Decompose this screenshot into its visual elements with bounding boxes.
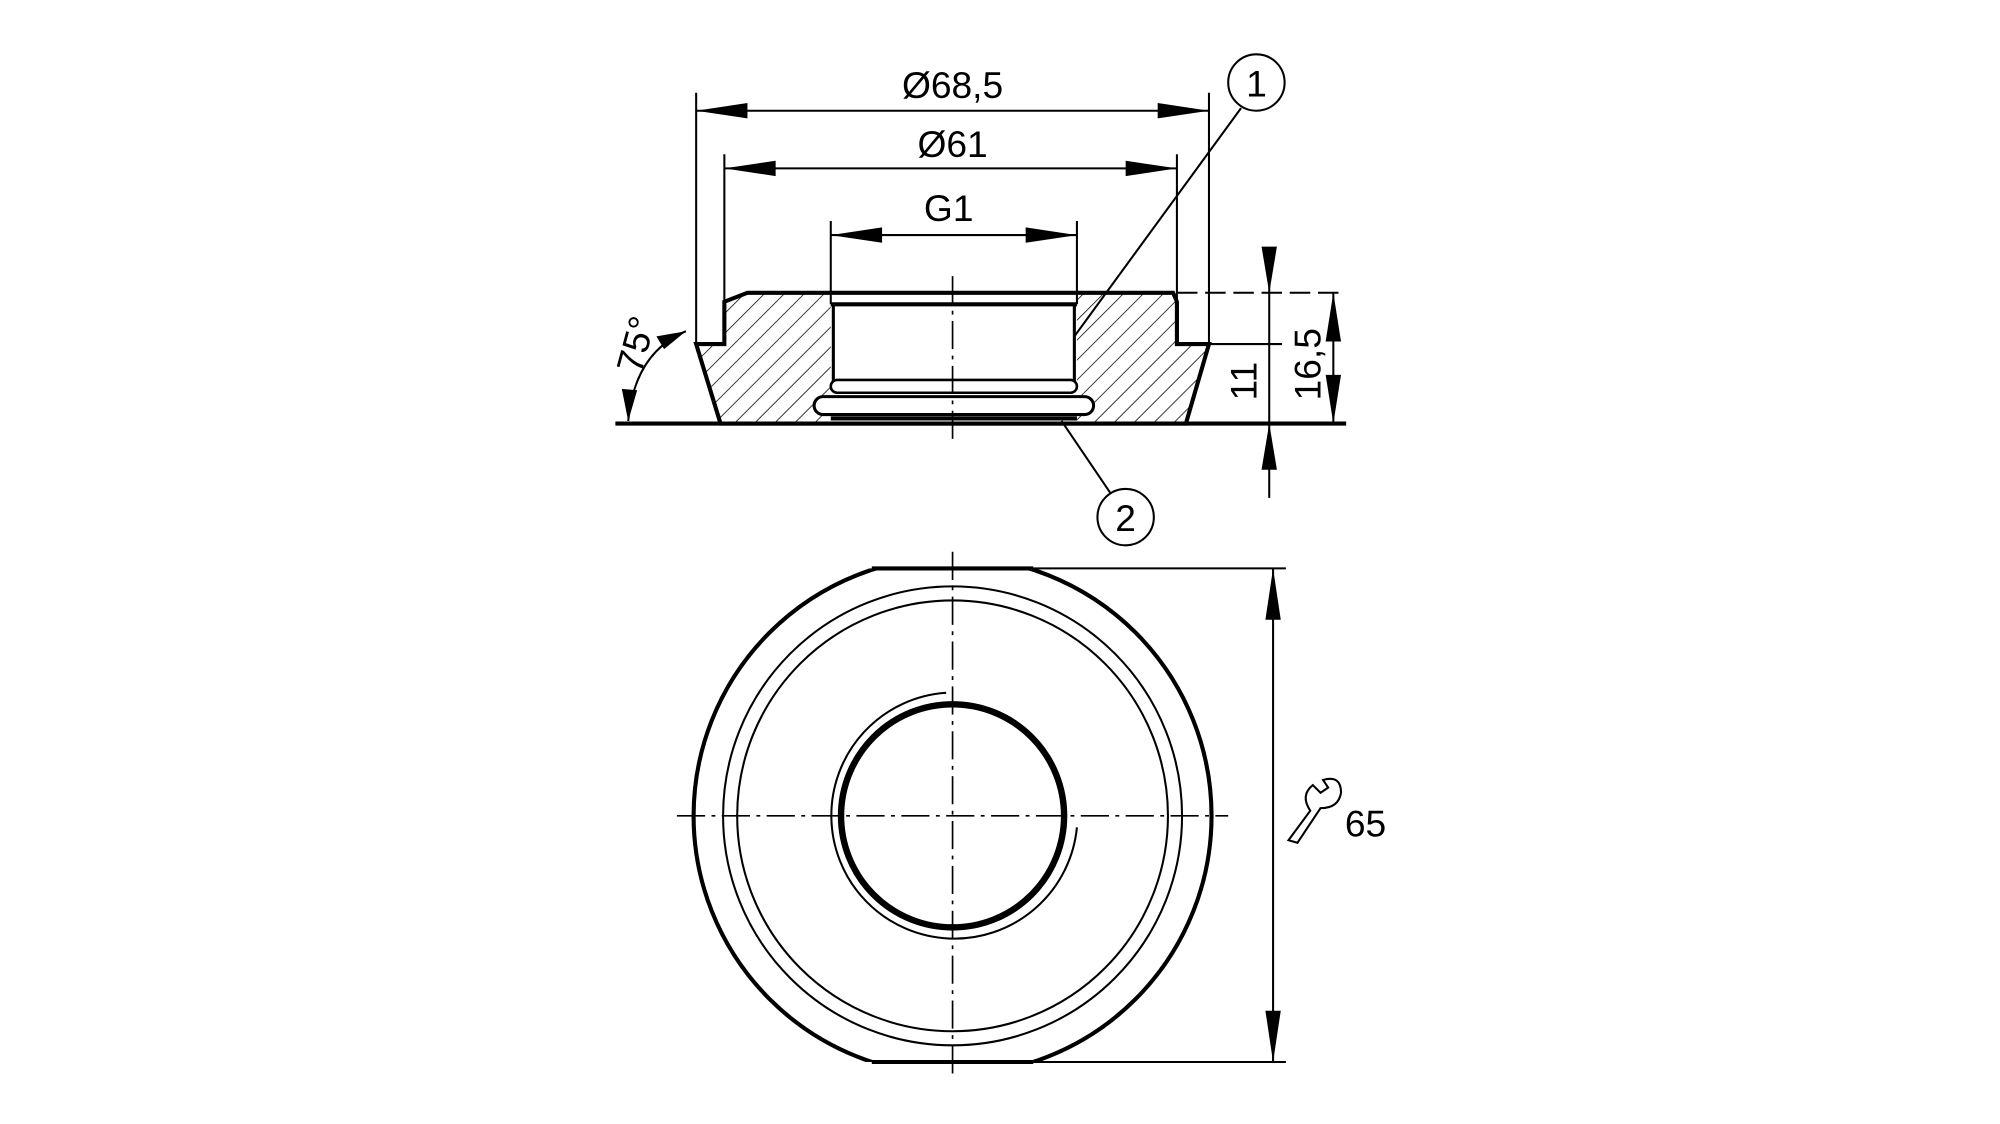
dimension-collar-diameter: Ø61 [723,123,1178,302]
dimension-angle: 75° [608,312,687,422]
total-height-label: 16,5 [1287,328,1329,400]
thread-arc [830,691,1078,940]
step-height-label: 11 [1222,362,1264,401]
wrench-icon [1286,777,1343,844]
callout-2: 2 [1060,420,1155,547]
callout-1: 1 [1073,53,1286,337]
section-view [615,276,1347,439]
hatched-body-right [1076,292,1209,424]
top-view [676,551,1229,1080]
hatched-body-left [696,292,831,424]
outer-diameter-label: Ø68,5 [902,64,1003,106]
wrench-size-label: 65 [1345,802,1386,844]
o-ring [812,395,1096,417]
angle-label: 75° [608,312,663,377]
dimension-thread: G1 [829,187,1078,305]
dimension-heights: 11 16,5 [1176,246,1347,498]
thread-relief [829,378,1079,395]
callout-2-label: 2 [1115,497,1136,539]
bore [831,302,1076,386]
dimension-wrench-size: 65 [1033,567,1386,1064]
thread-label: G1 [924,187,974,229]
callout-1-label: 1 [1246,63,1267,105]
collar-diameter-label: Ø61 [917,123,987,165]
dimension-outer-diameter: Ø68,5 [695,64,1210,345]
